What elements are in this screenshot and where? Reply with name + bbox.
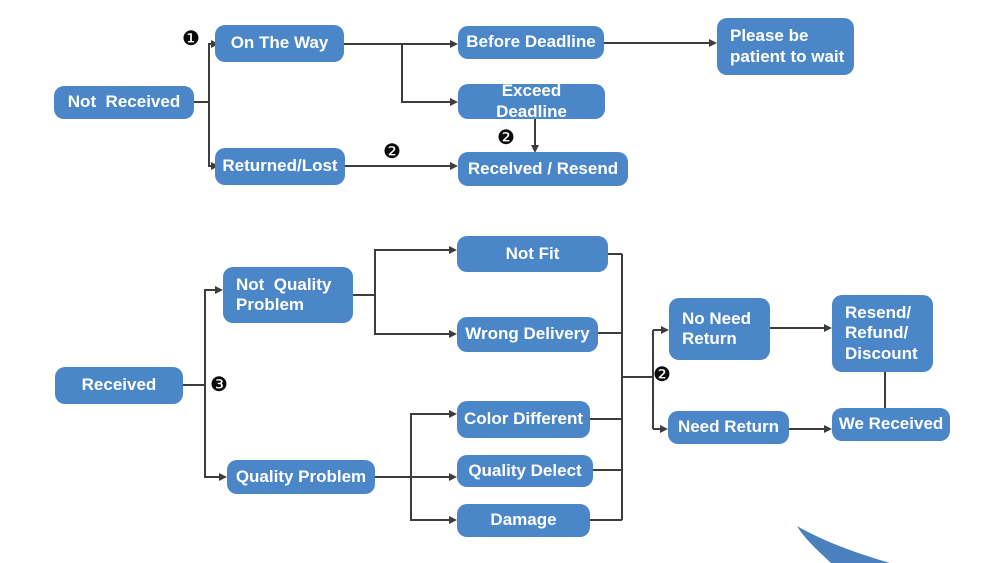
edge-notreceived-returnedlost bbox=[208, 102, 219, 170]
badge-1-icon: ❶ bbox=[182, 28, 200, 50]
node-no-need-return: No Need Return bbox=[669, 298, 770, 360]
swoosh-decoration bbox=[797, 526, 890, 563]
edge-qp-damage bbox=[410, 477, 457, 524]
node-on-the-way: On The Way bbox=[215, 25, 344, 62]
edge-ontheway-exceeddeadline bbox=[401, 44, 458, 106]
edge-received-notqualityproblem bbox=[183, 286, 223, 386]
edge-received-qualityproblem bbox=[204, 385, 227, 481]
node-exceed-deadline: Exceed Deadline bbox=[458, 81, 605, 121]
node-received: Received bbox=[55, 367, 183, 404]
node-please-be-patient: Please be patient to wait bbox=[717, 18, 854, 75]
node-before-deadline: Before Deadline bbox=[458, 26, 604, 59]
node-quality-delect: Quality Delect bbox=[457, 455, 593, 487]
node-received-resend: Recelved / Resend bbox=[458, 152, 628, 186]
edge-nqp-notfit bbox=[353, 246, 457, 296]
edge-qp-colordifferent bbox=[375, 410, 457, 478]
node-we-received: We Received bbox=[832, 408, 950, 441]
node-returned-lost: Returned/Lost bbox=[215, 148, 345, 185]
node-color-different: Color Different bbox=[457, 401, 590, 438]
node-damage: Damage bbox=[457, 504, 590, 537]
node-wrong-delivery: Wrong Delivery bbox=[457, 317, 598, 352]
node-not-received: Not Received bbox=[54, 86, 194, 119]
node-resend-refund-discount: Resend/ Refund/ Discount bbox=[832, 295, 933, 372]
badge-2-exceed-deadline-icon: ❷ bbox=[497, 127, 515, 149]
node-not-quality-problem: Not Quality Problem bbox=[223, 267, 353, 323]
edge-nqp-wrongdelivery bbox=[374, 295, 457, 338]
edge-notreceived-ontheway bbox=[194, 40, 219, 103]
node-not-fit: Not Fit bbox=[457, 236, 608, 272]
badge-2-return-branch-icon: ❷ bbox=[653, 364, 671, 386]
node-quality-problem: Quality Problem bbox=[227, 460, 375, 494]
badge-2-returned-lost-icon: ❷ bbox=[383, 141, 401, 163]
node-need-return: Need Return bbox=[668, 411, 789, 444]
badge-3-icon: ❸ bbox=[210, 374, 228, 396]
